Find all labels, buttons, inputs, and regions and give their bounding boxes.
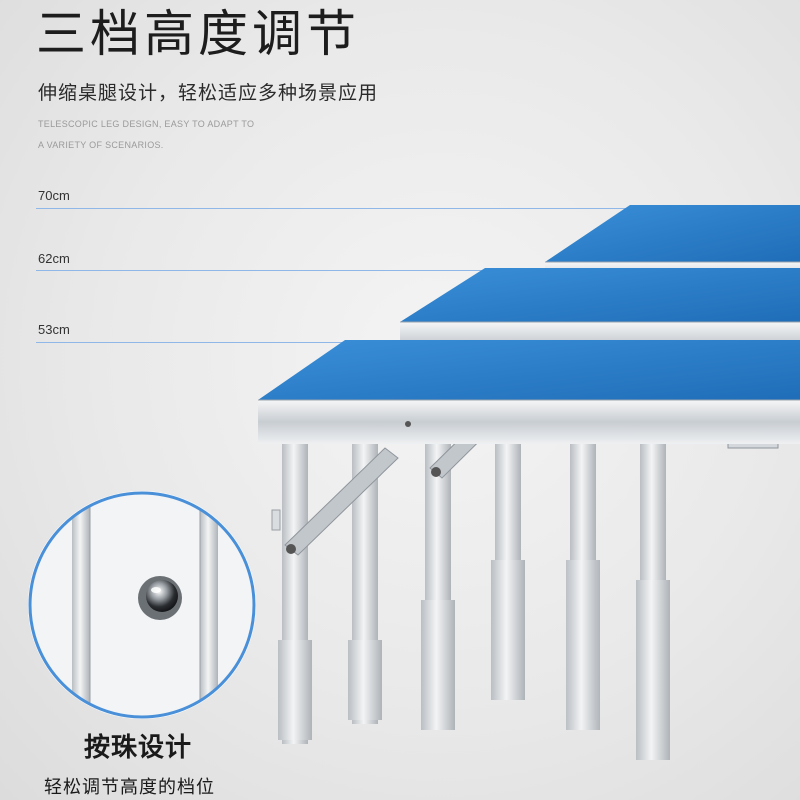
english-tagline-1: TELESCOPIC LEG DESIGN, EASY TO ADAPT TO [38, 119, 255, 129]
height-label-62: 62cm [38, 251, 70, 266]
table-53cm [258, 340, 800, 744]
height-guide-70 [36, 208, 796, 209]
page-subtitle: 伸缩桌腿设计，轻松适应多种场景应用 [38, 82, 379, 104]
inset-title: 按珠设计 [84, 733, 193, 763]
inset-caption: 轻松调节高度的档位 [44, 777, 215, 798]
push-button-detail [28, 491, 256, 719]
english-tagline-2: A VARIETY OF SCENARIOS. [38, 140, 164, 150]
height-label-70: 70cm [38, 188, 70, 203]
height-label-53: 53cm [38, 322, 70, 337]
height-guide-53 [36, 342, 406, 343]
page-title: 三档高度调节 [36, 5, 360, 63]
height-guide-62 [36, 270, 556, 271]
